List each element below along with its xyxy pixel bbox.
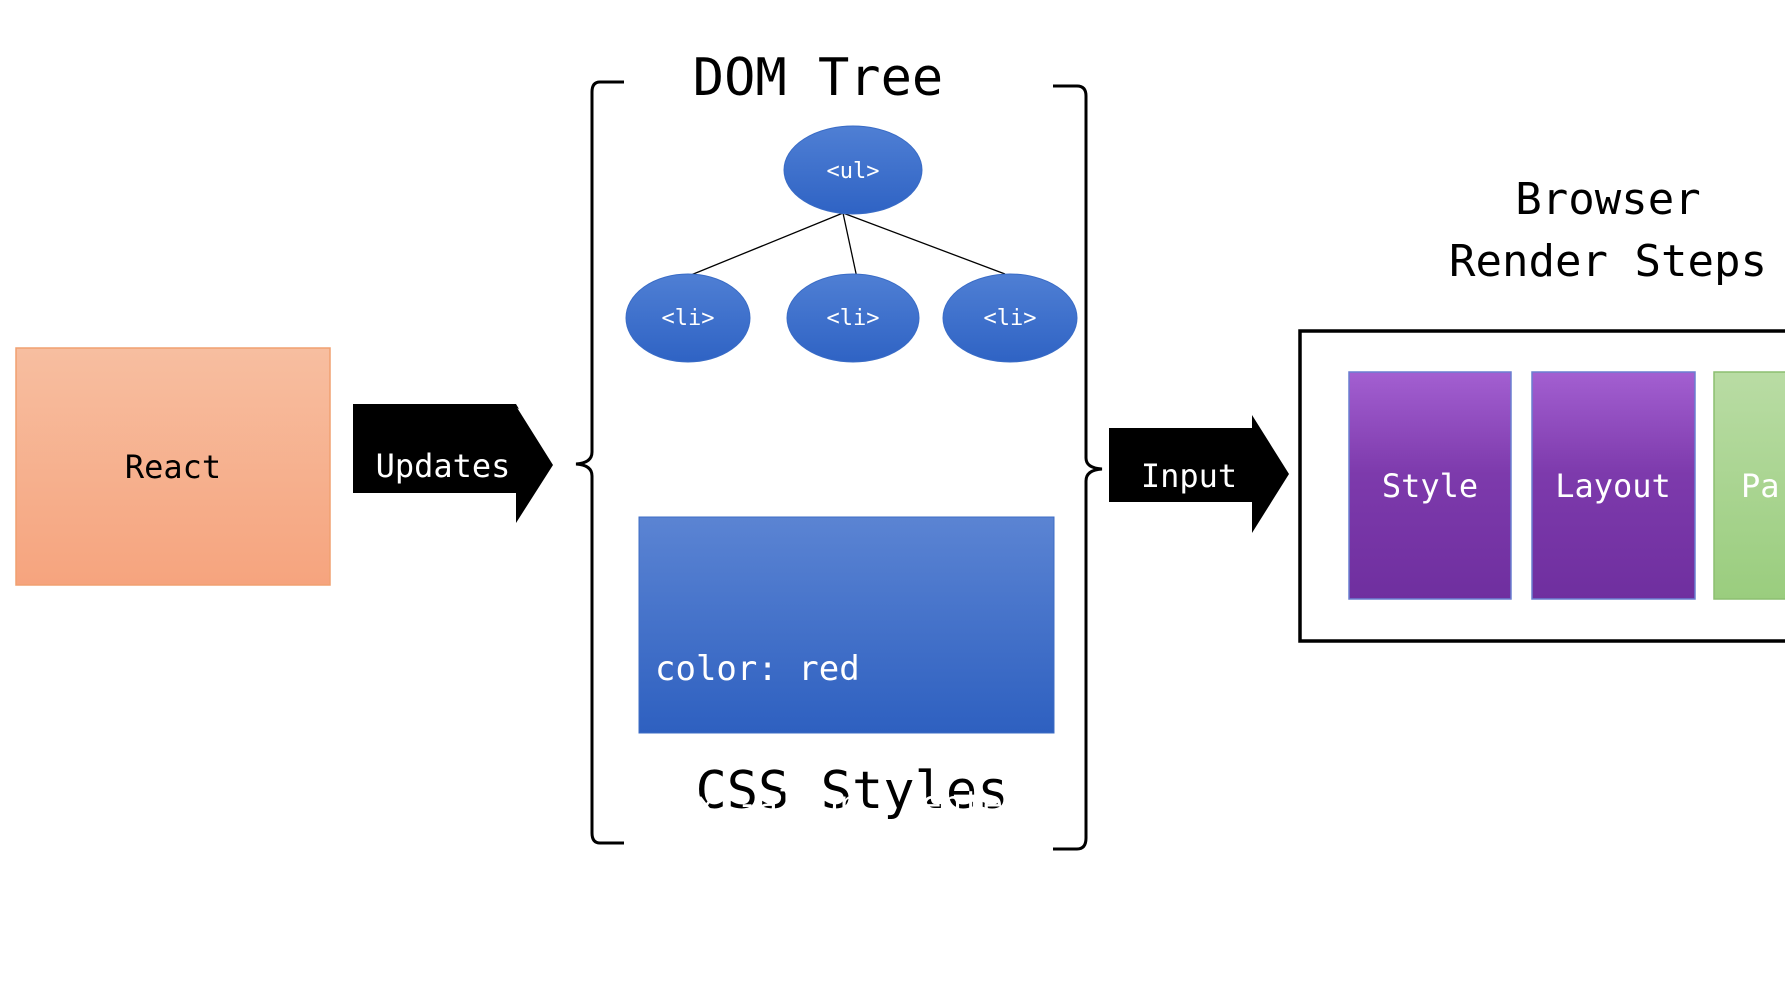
css-styles-title: CSS Styles — [695, 761, 1008, 821]
paint-step-label: Pa — [1741, 467, 1780, 505]
layout-step-box — [1531, 371, 1696, 600]
render-steps-frame — [1298, 329, 1785, 643]
render-pipeline-diagram: React Updates DOM Tree <ul> <li> <li> <l… — [15, 48, 1785, 851]
li-node-label: <li> — [662, 306, 715, 331]
dom-tree-title: DOM Tree — [693, 48, 943, 108]
input-arrow: Input — [1109, 415, 1289, 533]
browser-title-line1: Browser — [1515, 174, 1700, 225]
react-label: React — [125, 448, 221, 486]
style-step-label: Style — [1382, 467, 1478, 505]
li-node — [625, 273, 751, 363]
updates-arrow-label: Updates — [376, 447, 511, 485]
css-rules: color: red text-align: center ... — [655, 557, 1065, 1007]
render-step-paint: Pa — [1713, 371, 1785, 600]
react-node: React — [15, 347, 331, 586]
ul-node-label: <ul> — [827, 159, 880, 184]
updates-arrow-shape — [353, 404, 553, 523]
css-rule-line: text-align: center — [655, 784, 1024, 824]
css-rule-line: ... — [655, 919, 717, 959]
dom-tree: <ul> <li> <li> <li> — [625, 125, 1078, 363]
react-box — [15, 347, 331, 586]
li-node-label: <li> — [827, 306, 880, 331]
input-arrow-shape — [1109, 415, 1289, 533]
updates-arrow: Updates — [353, 404, 553, 523]
css-rule-line: color: red — [655, 649, 860, 689]
li-node — [942, 273, 1078, 363]
render-step-style: Style — [1348, 371, 1512, 600]
tree-edge — [685, 212, 844, 278]
tree-edge — [842, 212, 858, 279]
style-step-box — [1348, 371, 1512, 600]
paint-step-box — [1713, 371, 1785, 600]
browser-title-line2: Render Steps — [1449, 236, 1767, 287]
layout-step-label: Layout — [1555, 467, 1671, 505]
ul-node — [783, 125, 923, 215]
tree-edge — [842, 212, 1006, 275]
left-brace — [575, 80, 624, 845]
css-box — [638, 516, 1055, 734]
li-node-label: <li> — [984, 306, 1037, 331]
right-brace — [1053, 84, 1103, 851]
input-arrow-label: Input — [1141, 457, 1237, 495]
li-node — [786, 273, 920, 363]
render-step-layout: Layout — [1531, 371, 1696, 600]
